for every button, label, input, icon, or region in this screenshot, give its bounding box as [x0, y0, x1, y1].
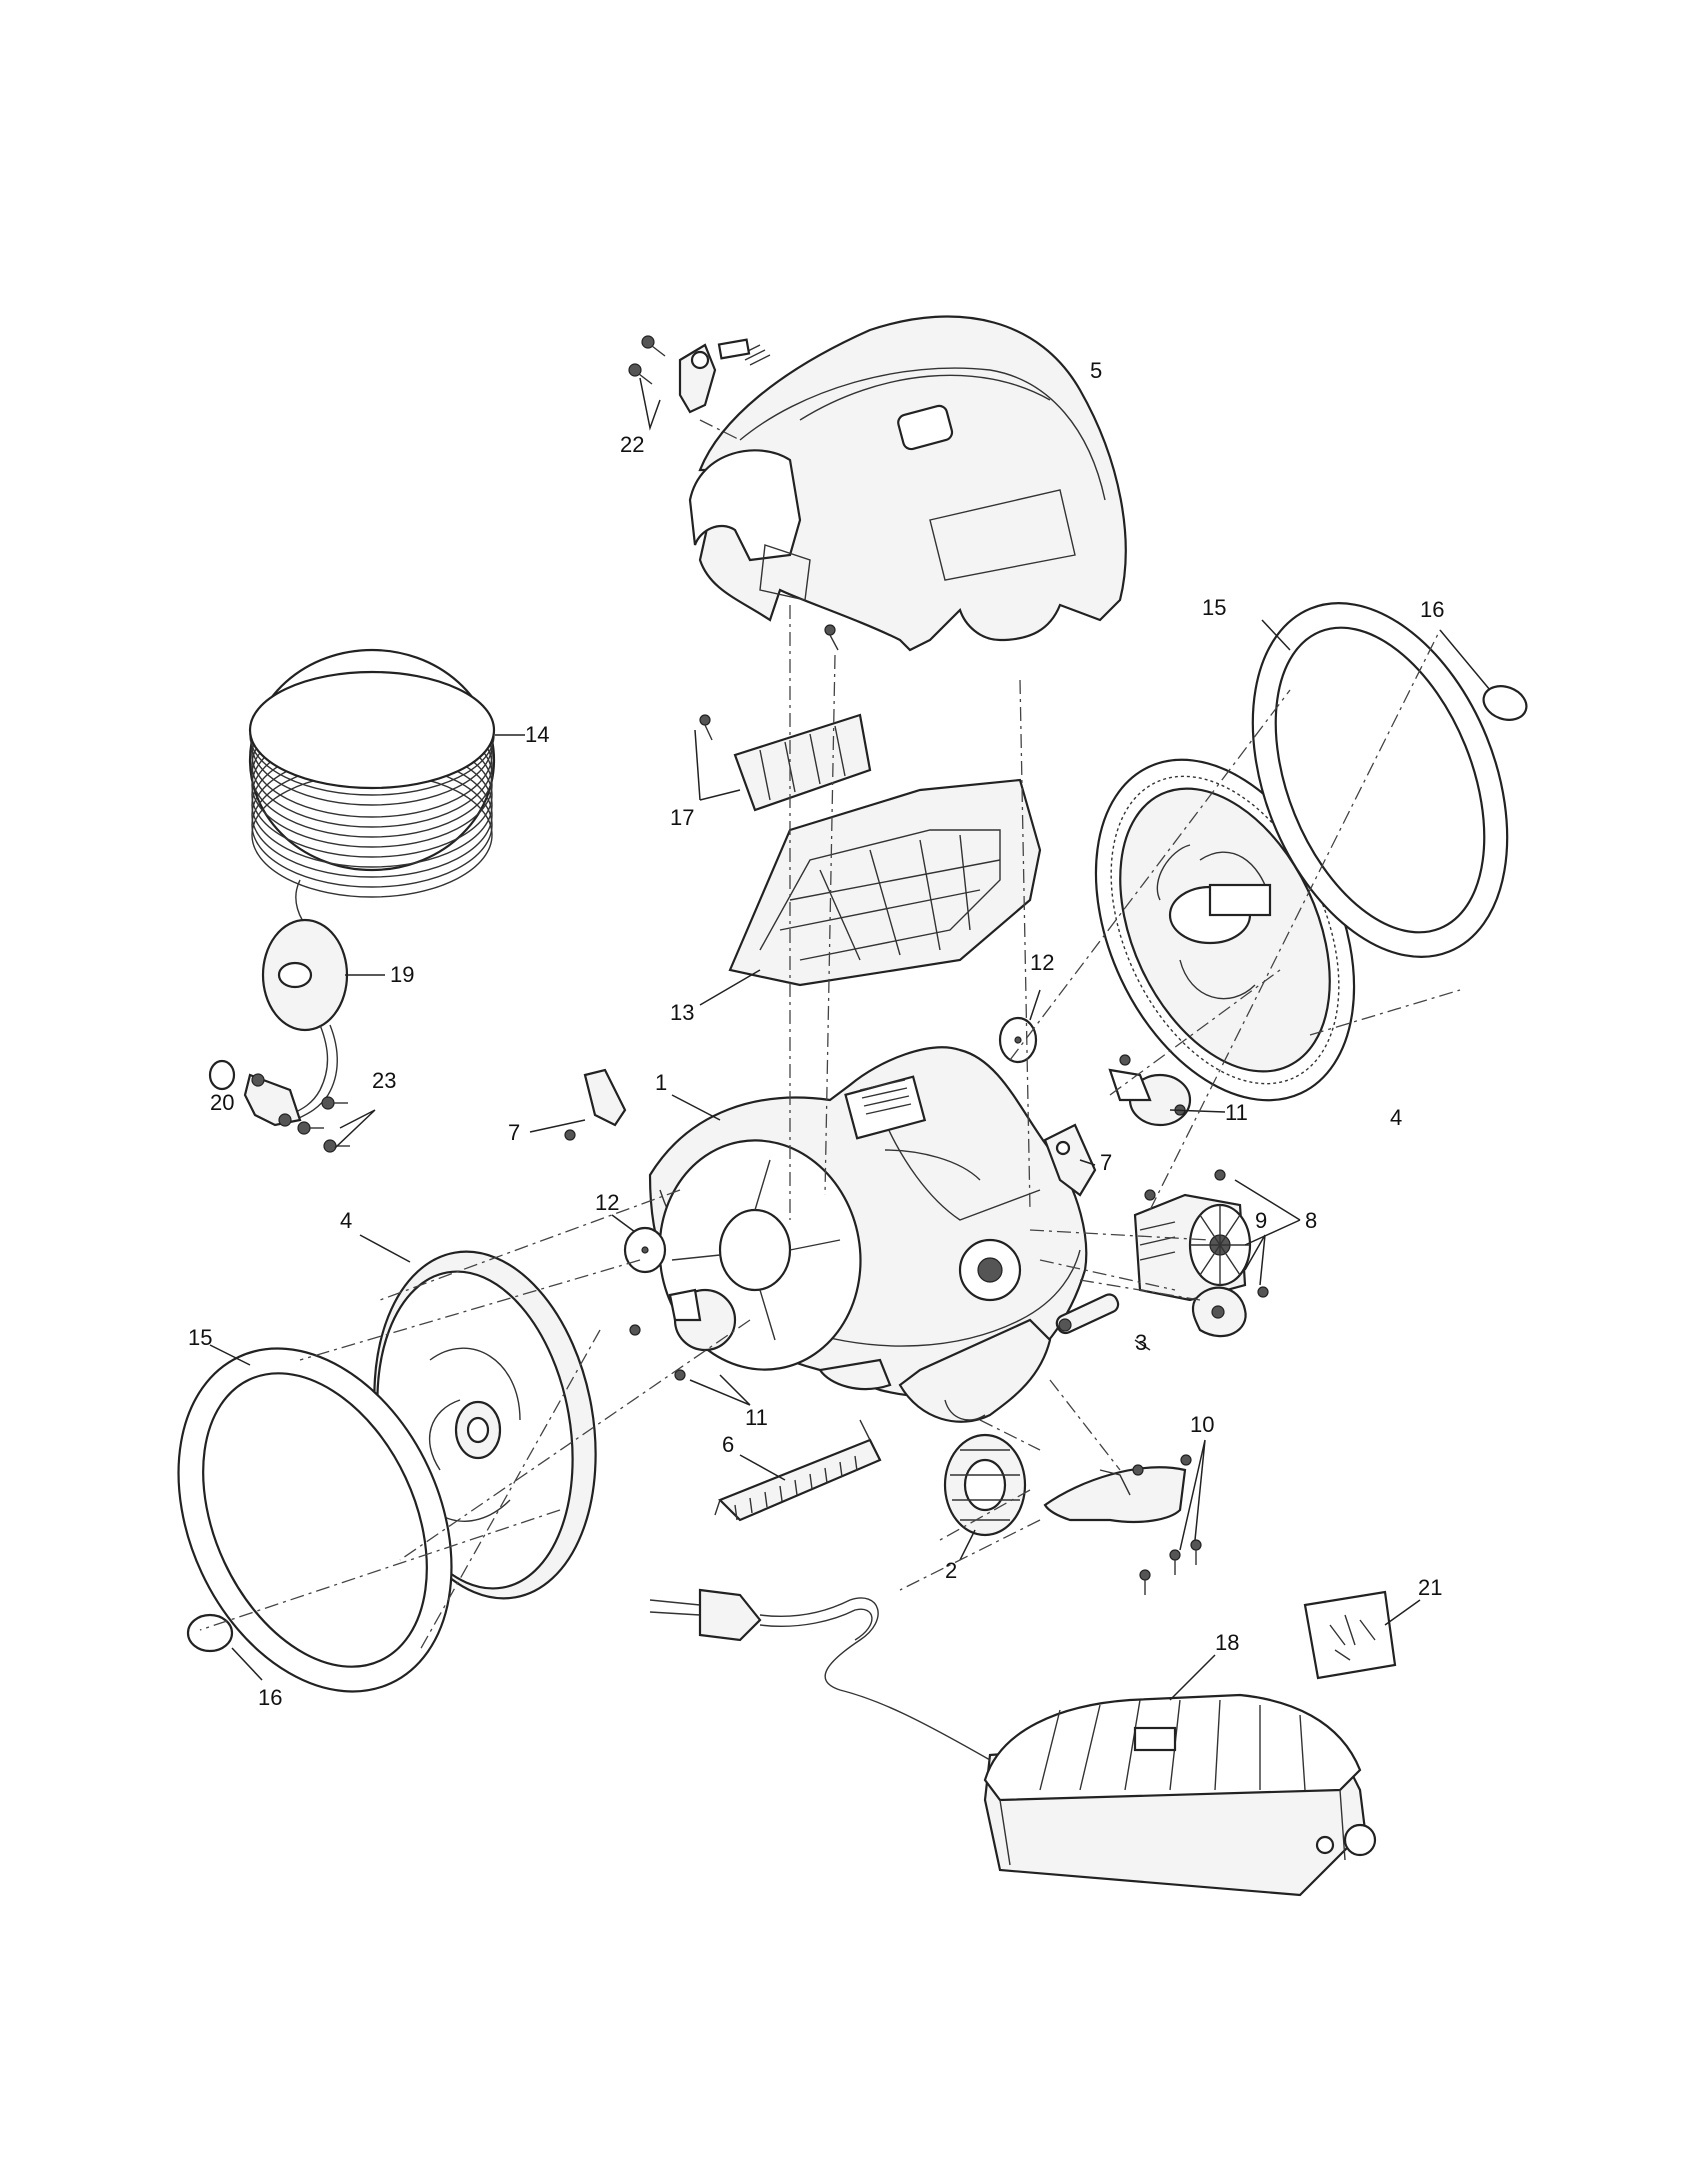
callout-12-right: 12 [1030, 950, 1054, 975]
callout-4-right: 4 [1390, 1105, 1402, 1130]
part-5-top-hood[interactable] [688, 315, 1127, 652]
part-6-brush-strip[interactable] [714, 1419, 882, 1522]
leader-17 [694, 729, 741, 801]
callout-23: 23 [372, 1068, 396, 1093]
callout-3: 3 [1135, 1330, 1147, 1355]
assembly-guide-lines [199, 419, 1461, 1651]
part-20-seal-ring[interactable] [208, 1059, 236, 1091]
leader-13 [699, 969, 761, 1006]
cable-connector [243, 1073, 302, 1127]
part-7-left-clip[interactable] [564, 1068, 627, 1141]
part-15-left-tire[interactable] [126, 1304, 505, 1736]
callout-19: 19 [390, 962, 414, 987]
part-15-right-tire[interactable] [1204, 565, 1556, 994]
callout-12-left: 12 [595, 1190, 619, 1215]
callout-6: 6 [722, 1432, 734, 1457]
part-3-shaft[interactable] [1054, 1292, 1121, 1336]
leader-21 [1384, 1599, 1421, 1626]
part-14-cable-coil[interactable] [248, 648, 496, 931]
leader-22 [639, 377, 661, 431]
part-12-right-disc[interactable] [998, 1016, 1038, 1064]
leader-11-left [689, 1374, 751, 1406]
part-22-hinge-hardware[interactable] [628, 335, 771, 414]
callout-13: 13 [670, 1000, 694, 1025]
leader-3 [1134, 1339, 1151, 1351]
part-23-screws[interactable] [297, 1096, 350, 1153]
leader-16-right [1439, 629, 1491, 691]
part-19-swivel-float[interactable] [261, 918, 349, 1121]
callout-18: 18 [1215, 1630, 1239, 1655]
callout-21: 21 [1418, 1575, 1442, 1600]
callout-17: 17 [670, 805, 694, 830]
part-2-roller[interactable] [943, 1433, 1027, 1537]
leader-10 [1179, 1439, 1206, 1551]
part-21-hardware-bag[interactable] [1303, 1590, 1397, 1680]
callout-20: 20 [210, 1090, 234, 1115]
leader-8 [1234, 1179, 1301, 1246]
callout-10: 10 [1190, 1412, 1214, 1437]
callout-7-left: 7 [508, 1120, 520, 1145]
part-17-grille[interactable] [699, 624, 872, 812]
callout-labels: 5 22 15 16 14 17 19 13 12 20 23 11 4 1 7… [188, 358, 1444, 1710]
leader-15-right [1261, 619, 1291, 651]
callout-11-right: 11 [1225, 1100, 1248, 1125]
part-18-power-supply[interactable] [983, 1693, 1377, 1897]
callout-14: 14 [525, 722, 549, 747]
leader-7-right [1079, 1159, 1096, 1166]
part-16-left-cap[interactable] [186, 1613, 234, 1653]
part-8-motor[interactable] [1133, 1169, 1252, 1302]
part-11-right-bushing[interactable] [1108, 1054, 1192, 1127]
callout-1: 1 [655, 1070, 667, 1095]
part-16-right-cap[interactable] [1479, 680, 1531, 725]
part-10-front-bumper[interactable] [1043, 1454, 1202, 1595]
leader-18 [1169, 1654, 1216, 1701]
callout-16-left: 16 [258, 1685, 282, 1710]
part-12-left-disc[interactable] [623, 1226, 667, 1274]
leader-4-left [359, 1234, 411, 1263]
chassis-bottom [818, 1318, 1052, 1423]
leader-9 [1244, 1234, 1266, 1286]
callout-7-right: 7 [1100, 1150, 1112, 1175]
callout-9: 9 [1255, 1208, 1267, 1233]
part-9-impeller[interactable] [1191, 1286, 1269, 1338]
leader-7-left [529, 1119, 586, 1133]
leader-2 [959, 1529, 976, 1561]
part-7-right-clip[interactable] [1043, 1123, 1097, 1197]
callout-22: 22 [620, 432, 644, 457]
callout-15-right: 15 [1202, 595, 1226, 620]
callout-8: 8 [1305, 1208, 1317, 1233]
leader-11-right [1169, 1109, 1226, 1113]
leader-12-right [1029, 989, 1041, 1021]
leader-12-left [611, 1214, 636, 1233]
callout-15-left: 15 [188, 1325, 212, 1350]
callout-16-right: 16 [1420, 597, 1444, 622]
leader-15-left [209, 1344, 251, 1366]
part-13-filter-basket[interactable] [728, 778, 1042, 987]
power-cord-plug [649, 1588, 991, 1761]
callout-11-left: 11 [745, 1405, 768, 1430]
leader-6 [739, 1454, 786, 1481]
callout-5: 5 [1090, 358, 1102, 383]
leader-23 [334, 1109, 376, 1149]
callout-4-left: 4 [340, 1208, 352, 1233]
leader-16-left [231, 1647, 263, 1681]
leader-1 [671, 1094, 721, 1121]
callout-2: 2 [945, 1558, 957, 1583]
part-11-left-bushing[interactable] [629, 1288, 737, 1381]
